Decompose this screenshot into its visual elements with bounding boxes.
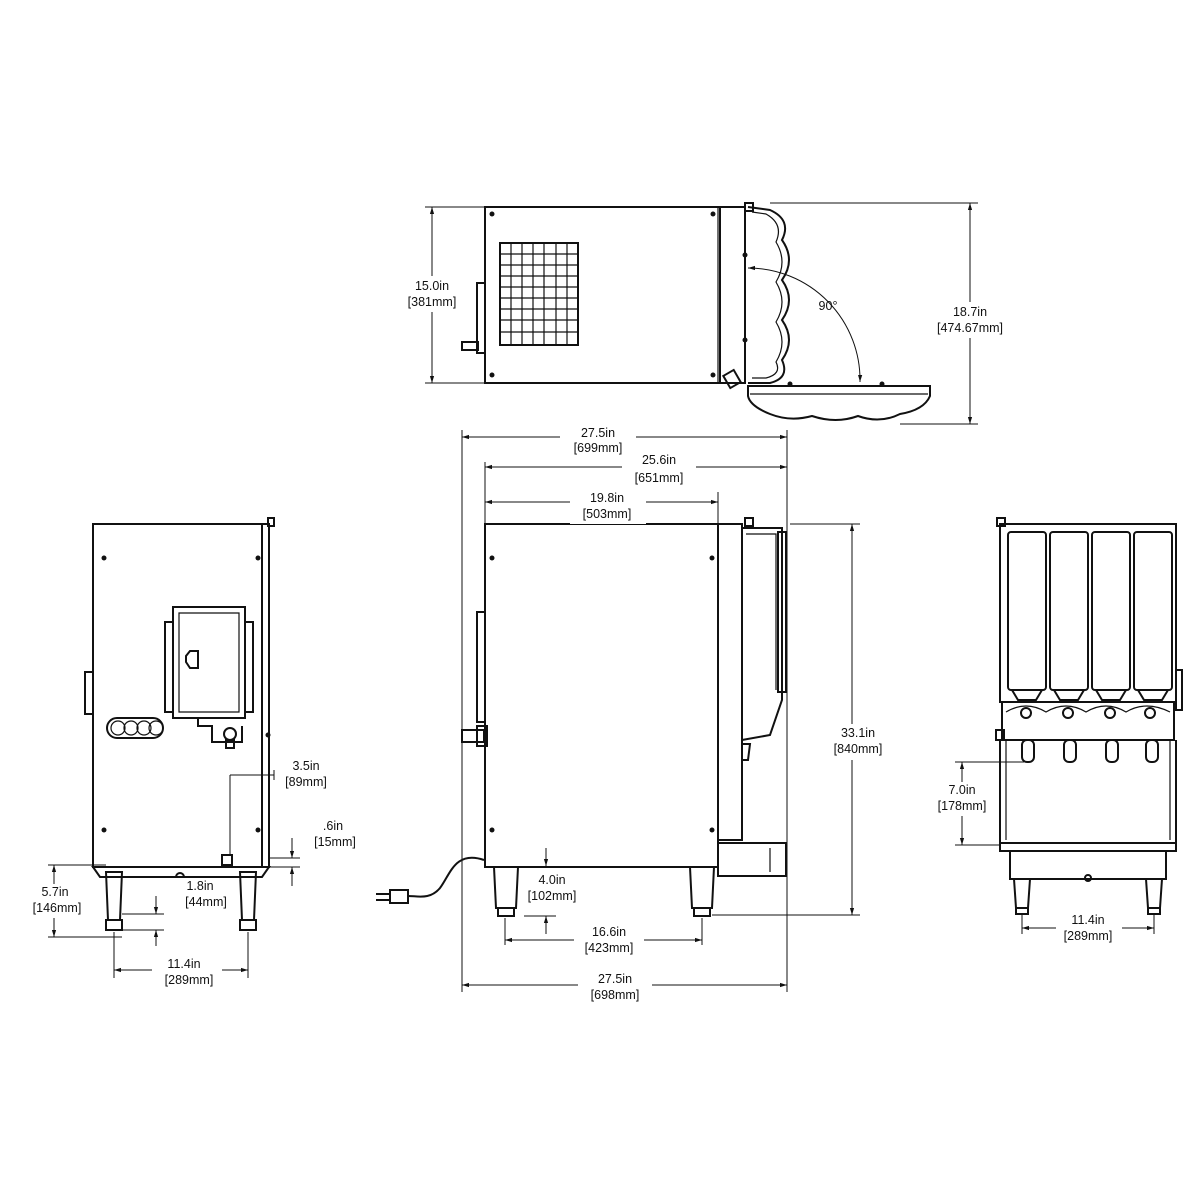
front-nozzle-clear-mm: [178mm] <box>938 799 987 813</box>
door-open <box>747 385 931 421</box>
height-mm: [840mm] <box>834 742 883 756</box>
front-drip-tray <box>999 842 1177 852</box>
side-view: 27.5in [699mm] 25.6in [651mm] 19.8in [50… <box>376 426 892 1006</box>
front-leg-spacing-mm: [289mm] <box>1064 929 1113 943</box>
back-leg-right <box>238 871 258 921</box>
front-leg-spacing-in: 11.4in <box>1071 913 1104 927</box>
front-view: 7.0in [178mm] 11.4in [289mm] <box>930 517 1183 946</box>
front-canisters <box>1007 531 1173 701</box>
front-control-panel <box>1001 701 1175 741</box>
front-nozzle-clear-in: 7.0in <box>948 783 975 797</box>
back-cabinet <box>92 523 270 868</box>
leg-height-mm: [102mm] <box>528 889 577 903</box>
depth2-mm: [651mm] <box>635 471 684 485</box>
leg-spacing-side-mm: [423mm] <box>585 941 634 955</box>
side-front-frame <box>717 523 743 841</box>
back-foot-height-mm: [146mm] <box>33 901 82 915</box>
top-depth-in: 15.0in <box>415 279 449 293</box>
side-leg-rear <box>492 866 520 909</box>
leg-spacing-side-in: 16.6in <box>592 925 626 939</box>
back-foot-adjust-in: 1.8in <box>186 879 213 893</box>
cabinet-depth-in: 19.8in <box>590 491 624 505</box>
side-drip-tray <box>717 842 787 877</box>
top-front-panel <box>719 206 746 384</box>
top-width-mm: [474.67mm] <box>937 321 1003 335</box>
back-drain-height-in: .6in <box>323 819 343 833</box>
back-drain-offset-mm: [89mm] <box>285 775 327 789</box>
vent-grille <box>499 242 579 346</box>
side-leg-front <box>688 866 716 909</box>
back-view: 3.5in [89mm] .6in [15mm] 5.7in [146mm] 1… <box>24 517 366 990</box>
back-foot-height-in: 5.7in <box>41 885 68 899</box>
back-drain <box>221 854 233 866</box>
overall-depth1-in: 27.5in <box>581 426 615 440</box>
back-leg-left <box>104 871 124 921</box>
top-cabinet <box>484 206 721 384</box>
side-door <box>741 527 783 741</box>
door-angle-label: 90° <box>819 299 838 313</box>
side-cabinet <box>484 523 719 868</box>
back-foot-adjust-mm: [44mm] <box>185 895 227 909</box>
leg-height-in: 4.0in <box>538 873 565 887</box>
top-depth-mm: [381mm] <box>408 295 457 309</box>
door-closed <box>747 206 790 384</box>
back-drain-height-mm: [15mm] <box>314 835 356 849</box>
front-leg-left <box>1012 878 1032 909</box>
front-nozzles <box>1021 739 1159 763</box>
depth2-in: 25.6in <box>642 453 676 467</box>
overall-depth2-mm: [698mm] <box>591 988 640 1002</box>
overall-depth1-mm: [699mm] <box>574 441 623 455</box>
top-width-in: 18.7in <box>953 305 987 319</box>
back-access-panel <box>164 606 254 749</box>
back-drain-offset-in: 3.5in <box>292 759 319 773</box>
front-leg-right <box>1144 878 1164 909</box>
height-in: 33.1in <box>841 726 875 740</box>
cabinet-depth-mm: [503mm] <box>583 507 632 521</box>
power-cord <box>407 856 485 898</box>
top-view: 90° 15.0in [381mm] 18.7in [474.67mm] <box>400 202 1014 425</box>
back-connector-ports <box>106 717 164 739</box>
back-leg-spacing-mm: [289mm] <box>165 973 214 987</box>
overall-depth2-in: 27.5in <box>598 972 632 986</box>
back-leg-spacing-in: 11.4in <box>167 957 200 971</box>
